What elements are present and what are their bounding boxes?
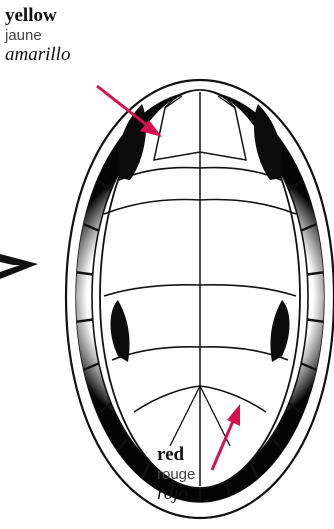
left-arrow-head-icon [0, 254, 38, 279]
label-red-spanish: rojo [157, 483, 195, 505]
label-yellow: yellow jaune amarillo [5, 5, 70, 66]
label-red-english: red [157, 444, 195, 466]
label-yellow-french: jaune [5, 27, 70, 44]
label-red-french: rouge [157, 466, 195, 483]
label-yellow-english: yellow [5, 5, 70, 27]
label-red: red rouge rojo [157, 444, 195, 505]
label-yellow-spanish: amarillo [5, 44, 70, 66]
